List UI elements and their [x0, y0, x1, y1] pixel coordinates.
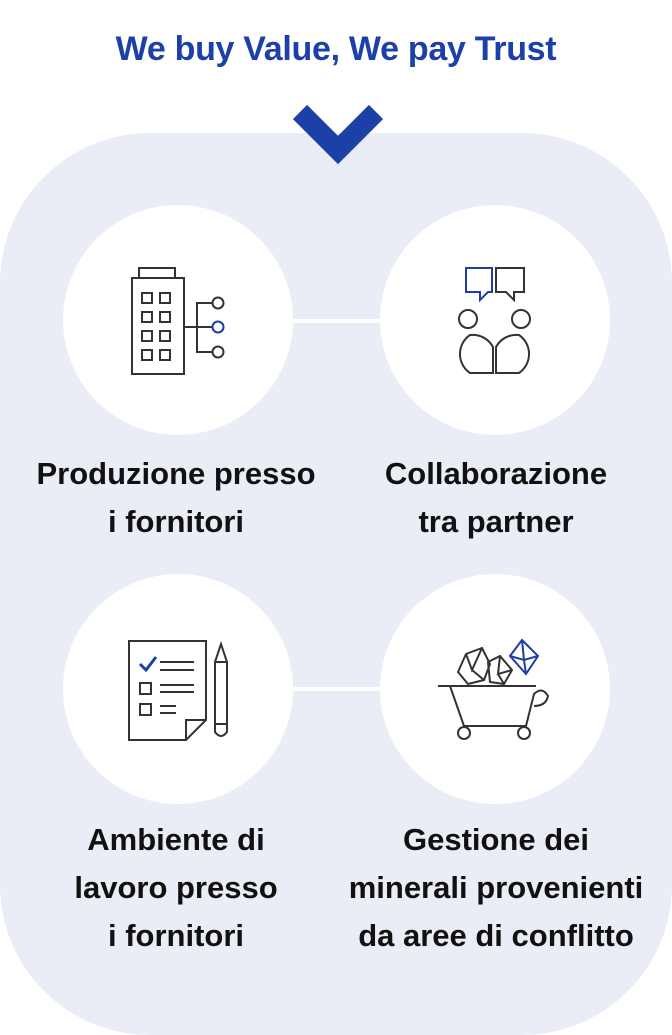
connector-bottom: [290, 687, 385, 691]
label-line: Ambiente di: [87, 822, 265, 857]
connector-top: [290, 319, 385, 323]
chat-collaboration-icon: [458, 267, 531, 374]
label-line: Collaborazione: [384, 456, 608, 491]
circle-partner-collaboration: [380, 205, 610, 435]
label-partner-collaboration: Collaborazione tra partner: [320, 450, 672, 546]
circle-conflict-minerals: [380, 574, 610, 804]
label-work-environment: Ambiente di lavoro presso i fornitori: [0, 816, 352, 960]
checklist-icon: [128, 640, 228, 741]
label-line: i fornitori: [107, 504, 245, 539]
label-line: tra partner: [418, 504, 574, 539]
headline: We buy Value, We pay Trust: [115, 30, 557, 68]
circle-supplier-production: [63, 205, 293, 435]
label-line: da aree di conflitto: [358, 918, 634, 953]
building-network-icon: [131, 267, 225, 375]
label-line: Gestione dei: [402, 822, 590, 857]
label-conflict-minerals: Gestione dei minerali provenienti da are…: [320, 816, 672, 960]
label-supplier-production: Produzione presso i fornitori: [0, 450, 352, 546]
label-line: minerali provenienti: [348, 870, 644, 905]
minerals-cart-icon: [438, 638, 550, 740]
chevron-down-icon: [292, 104, 384, 164]
circle-work-environment: [63, 574, 293, 804]
label-line: lavoro presso: [74, 870, 278, 905]
label-line: Produzione presso: [36, 456, 316, 491]
label-line: i fornitori: [107, 918, 245, 953]
